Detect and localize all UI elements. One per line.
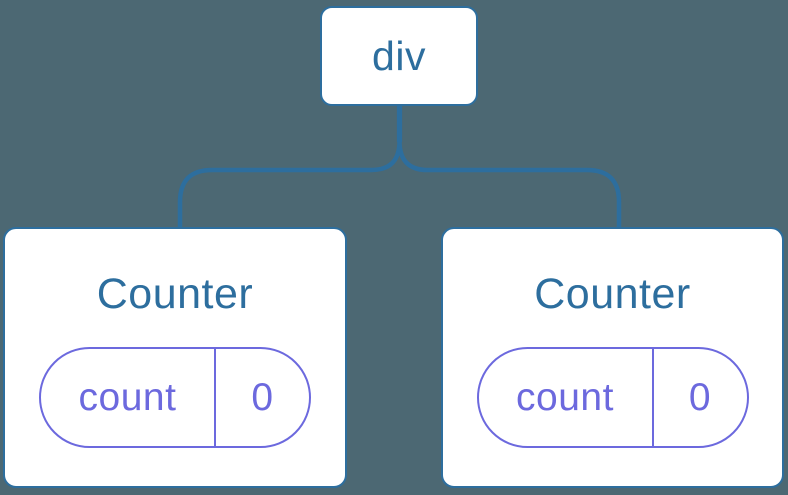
state-value-label: 0	[688, 375, 712, 419]
state-key-label: count	[516, 375, 614, 419]
tree-node-counter-left: Counter count 0	[3, 227, 347, 488]
state-key-label: count	[78, 375, 177, 419]
tree-node-counter-right: Counter count 0	[441, 227, 784, 488]
state-pill: count 0	[476, 347, 749, 448]
counter-title: Counter	[534, 270, 691, 318]
counter-title: Counter	[96, 270, 254, 318]
tree-node-root: div	[320, 6, 478, 106]
root-node-label: div	[372, 32, 426, 79]
state-value-cell: 0	[216, 349, 309, 446]
state-value-label: 0	[251, 375, 274, 419]
state-key-cell: count	[479, 349, 654, 446]
state-key-cell: count	[41, 349, 216, 446]
branch-lines	[177, 140, 622, 228]
state-value-cell: 0	[654, 349, 747, 446]
state-pill: count 0	[39, 347, 311, 448]
